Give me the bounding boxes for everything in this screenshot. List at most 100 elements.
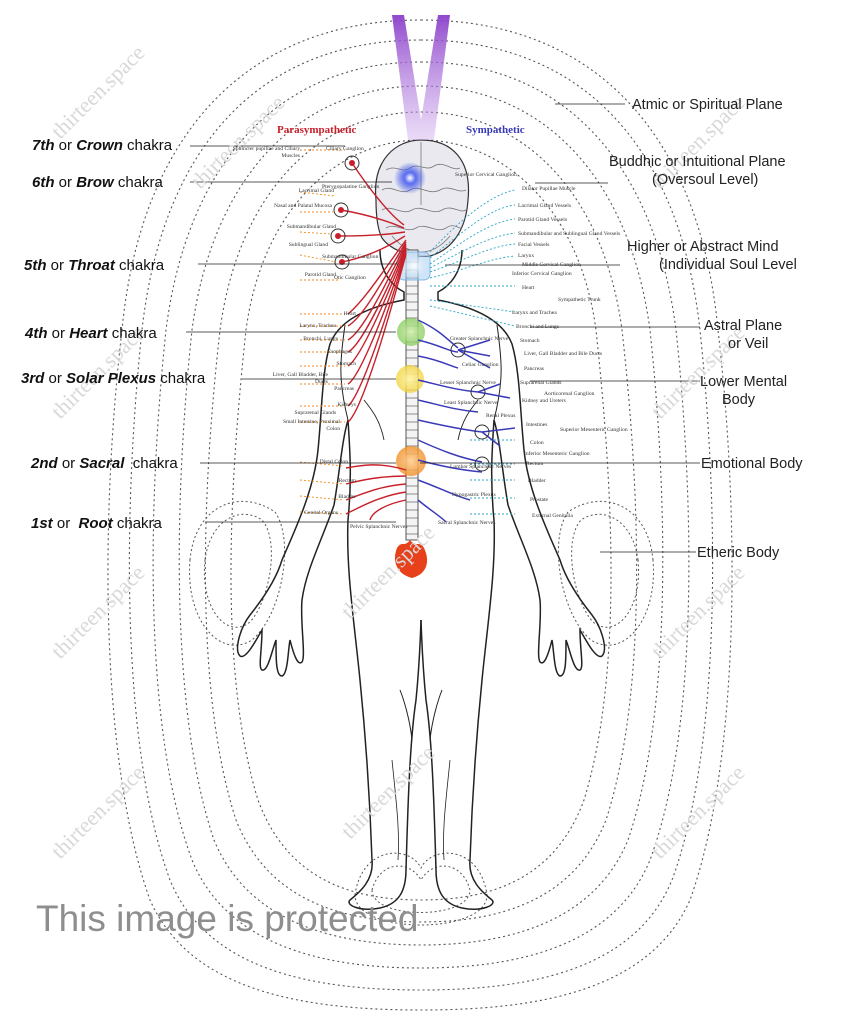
sympathetic-target-label: Prostate — [530, 497, 549, 503]
protected-notice: This image is protected — [36, 898, 419, 939]
sympathetic-target-label: Colon — [530, 440, 544, 446]
plane-label-atmic: Atmic or Spiritual Plane — [632, 97, 783, 113]
watermark-10: thirteen.space — [336, 740, 440, 844]
parasympathetic-target-label: Bronchi, Lungs — [303, 336, 338, 342]
sympathetic-target-label: Aorticorenal Ganglion — [544, 391, 595, 397]
sympathetic-target-label: Kidney and Ureters — [522, 398, 566, 404]
parasympathetic-target-label: Otic Ganglion — [334, 275, 366, 281]
chakra-label-throat: 5th or Throat chakra — [24, 257, 165, 274]
parasympathetic-ganglia — [335, 160, 355, 265]
chakra-label-brow: 6th or Brow chakra — [32, 174, 163, 191]
watermark-9: thirteen.space — [46, 760, 150, 864]
parasympathetic-target-label: Heart — [343, 311, 356, 317]
sympathetic-target-label: Renal Plexus — [486, 413, 516, 419]
sympathetic-target-label: Sacral Splanchnic Nerves — [438, 520, 496, 526]
aura-layers — [107, 19, 733, 1011]
sympathetic-target-label: Bladder — [528, 478, 546, 484]
chakra-label-heart: 4th or Heart chakra — [25, 325, 157, 342]
parasympathetic-target-label: Genital Organs — [304, 510, 338, 516]
parasympathetic-target-label: Submandibular Ganglion — [322, 254, 379, 260]
parasympathetic-target-label: Sphincter pupillae and Ciliary Muscles — [232, 146, 300, 159]
parasympathetic-target-label: Lacrimal Gland — [298, 188, 334, 194]
sympathetic-target-label: Lumbar Splanchnic Nerves — [450, 464, 512, 470]
sympathetic-target-label: Dilator Pupillae Muscle — [522, 186, 576, 192]
chakra-label-sacral: 2nd or Sacral chakra — [31, 455, 178, 472]
brain — [375, 139, 470, 257]
spinal-column — [405, 249, 419, 541]
chakra-label-solar-plexus: 3rd or Solar Plexus chakra — [21, 370, 206, 387]
sympathetic-target-label: Middle Cervical Ganglion — [522, 262, 581, 268]
sympathetic-target-label: Greater Splanchnic Nerve — [450, 336, 509, 342]
parasympathetic-nerves — [337, 162, 407, 521]
sympathetic-target-label: Pancreas — [524, 366, 544, 372]
sympathetic-target-label: Suprarenal Glands — [520, 380, 562, 386]
watermark-7: thirteen.space — [336, 520, 440, 624]
watermark-2: thirteen.space — [186, 90, 290, 194]
sympathetic-target-label: Bronchi and Lungs — [516, 324, 559, 330]
parasympathetic-target-label: Larynx, Trachea — [299, 323, 336, 329]
parasympathetic-target-label: Suprarenal Glands — [294, 410, 336, 416]
sympathetic-target-label: Hypogastric Plexus — [452, 492, 496, 498]
parasympathetic-target-label: Rectum — [338, 478, 356, 484]
chakra-label-crown: 7th or Crown chakra — [32, 137, 173, 154]
parasympathetic-ganglion-rings — [330, 155, 360, 270]
parasympathetic-target-label: Parotid Gland — [304, 272, 336, 278]
watermark-11: thirteen.space — [646, 760, 750, 864]
aura-hand-echoes — [189, 500, 654, 926]
sympathetic-target-label: Inferior Mesenteric Ganglion — [524, 451, 590, 457]
sympathetic-target-label: Larynx — [518, 253, 535, 259]
root-chakra — [394, 540, 428, 578]
parasympathetic-dotted-targets — [299, 149, 345, 515]
parasympathetic-target-label: Esophagus — [327, 349, 352, 355]
sympathetic-target-label: Rectum — [526, 461, 544, 467]
parasympathetic-target-label: Liver, Gall Bladder, Bile Ducts — [272, 372, 328, 385]
parasympathetic-target-label: Submandibular Gland — [286, 224, 336, 230]
sympathetic-target-label: Lacrimal Gland Vessels — [518, 203, 572, 209]
parasympathetic-target-label: Pancreas — [334, 386, 354, 392]
solar-plexus-chakra — [396, 365, 424, 393]
sympathetic-target-label: Facial Vessels — [518, 242, 550, 248]
sympathetic-target-label: Liver, Gall Bladder and Bile Ducts — [524, 351, 603, 357]
plane-label-emotional: Emotional Body — [701, 456, 803, 472]
sympathetic-target-label: Submandibular and Sublingual Gland Vesse… — [518, 231, 621, 237]
sympathetic-ganglion-rings — [450, 342, 490, 472]
parasympathetic-target-label: Distal Colon — [319, 459, 348, 465]
watermark-6: thirteen.space — [46, 560, 150, 664]
sympathetic-target-label: Intestines — [526, 422, 548, 428]
plane-label-etheric: Etheric Body — [697, 545, 780, 561]
watermark-1: thirteen.space — [46, 40, 150, 144]
sympathetic-target-label: Celiac Ganglion — [462, 362, 499, 368]
plane-label-buddhic: Buddhic or Intuitional Plane(Oversoul Le… — [609, 154, 786, 188]
sacral-chakra — [396, 446, 426, 476]
chakra-label-root: 1st or Root chakra — [31, 515, 162, 532]
brow-chakra-glow — [394, 162, 426, 194]
sympathetic-target-label: External Genitalia — [532, 513, 573, 519]
parasympathetic-target-label: Pelvic Splanchnic Nerves — [350, 524, 408, 530]
human-figure — [236, 249, 606, 910]
pointer-lines — [186, 103, 700, 553]
sympathetic-target-label: Sympathetic Trunk — [558, 297, 601, 303]
sympathetic-target-label: Heart — [522, 285, 535, 291]
sympathetic-target-label: Larynx and Trachea — [512, 310, 557, 316]
sympathetic-target-label: Inferior Cervical Ganglion — [512, 271, 572, 277]
sympathetic-header: Sympathetic — [466, 124, 525, 136]
parasympathetic-target-label: Nasal and Palatal Mucosa — [274, 203, 332, 209]
parasympathetic-target-label: Pterygopalatine Ganglion — [322, 184, 380, 190]
parasympathetic-target-label: Kidneys — [337, 402, 356, 408]
parasympathetic-header: Parasympathetic — [277, 124, 357, 136]
parasympathetic-target-label: Bladder — [338, 494, 356, 500]
parasympathetic-target-label: Ciliary Ganglion — [326, 146, 364, 152]
crown-chakra-beam — [392, 15, 450, 140]
sympathetic-target-label: Least Splanchnic Nerve — [444, 400, 498, 406]
sympathetic-target-label: Stomach — [520, 338, 540, 344]
heart-chakra — [397, 318, 425, 346]
sympathetic-target-label: Superior Mesenteric Ganglion — [560, 427, 628, 433]
sympathetic-target-label: Parotid Gland Vessels — [518, 217, 567, 223]
parasympathetic-target-label: Sublingual Gland — [288, 242, 328, 248]
sympathetic-target-label: Lesser Splanchnic Nerve — [440, 380, 496, 386]
parasympathetic-target-label: Small Intestine, Proximal Colon — [282, 419, 340, 432]
